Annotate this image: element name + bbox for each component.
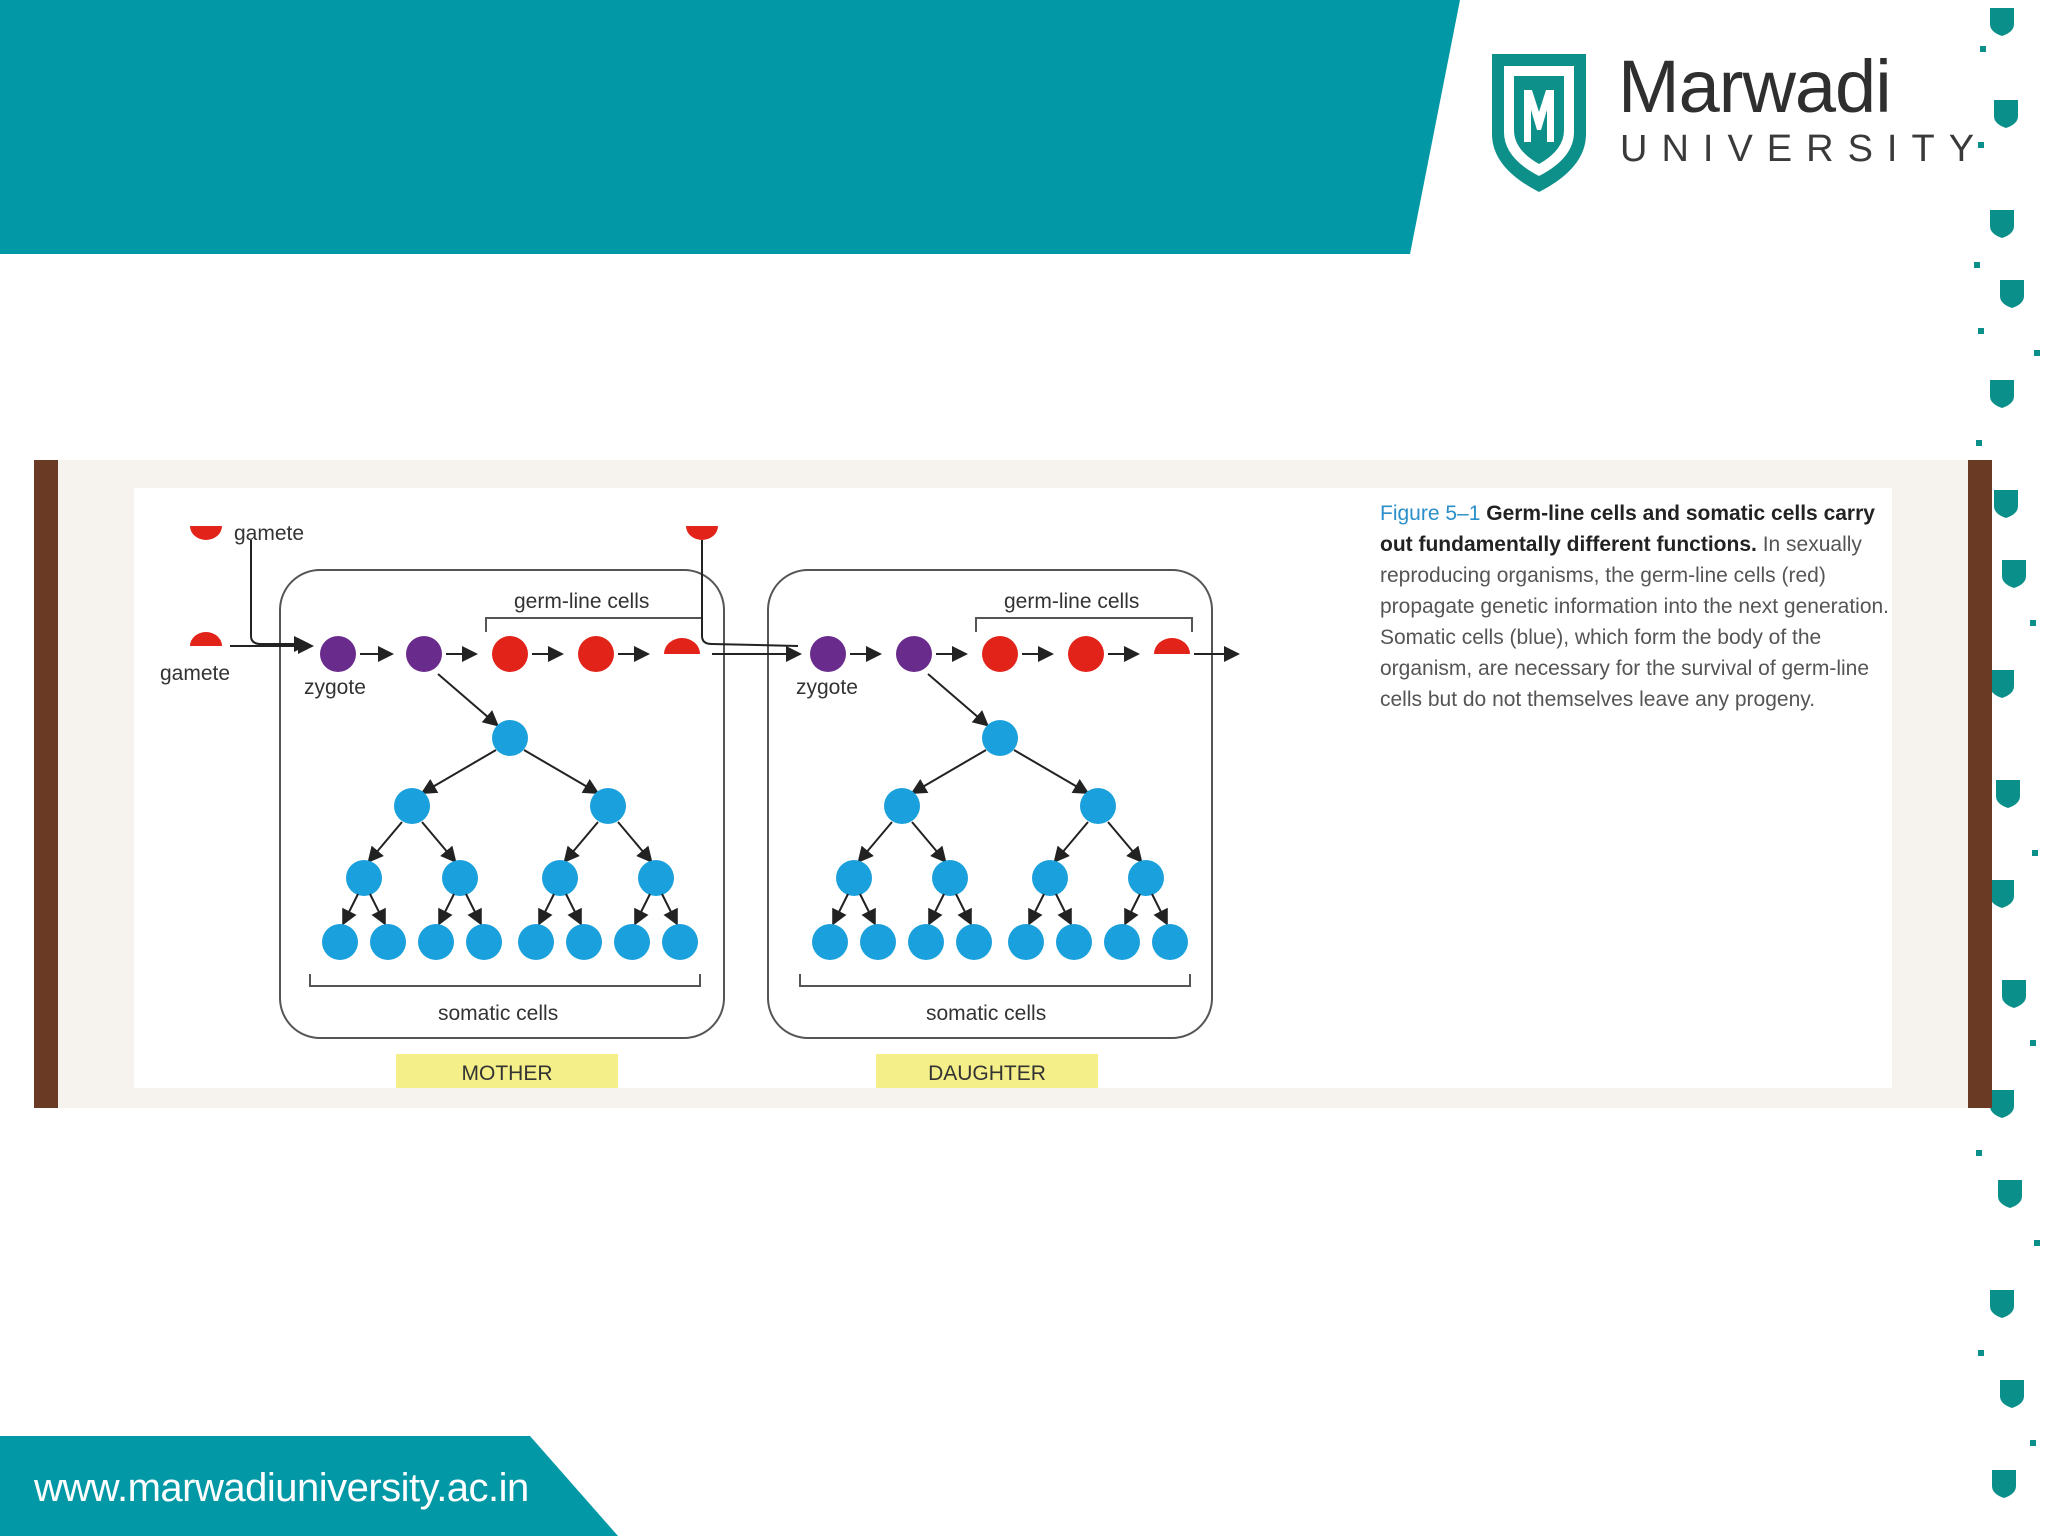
somatic-cell xyxy=(518,924,554,960)
somatic-cell xyxy=(956,924,992,960)
caption-figure-number: Figure 5–1 xyxy=(1380,502,1481,525)
somatic-cell xyxy=(346,860,382,896)
mother-label-bg xyxy=(396,1054,618,1088)
somatic-cell xyxy=(1032,860,1068,896)
footer-url[interactable]: www.marwadiuniversity.ac.in xyxy=(34,1466,529,1510)
gamete-left xyxy=(190,632,222,646)
zygote-label: zygote xyxy=(304,676,366,699)
figure-caption: Figure 5–1 Germ-line cells and somatic c… xyxy=(1380,498,1900,715)
shield-m-icon xyxy=(1492,54,1586,192)
daughter-label: DAUGHTER xyxy=(928,1062,1046,1085)
somatic-label: somatic cells xyxy=(438,1002,558,1025)
somatic-cell xyxy=(908,924,944,960)
germ-line-label: germ-line cells xyxy=(514,590,649,613)
caption-title: Germ-line cells and somatic cells carry … xyxy=(1380,502,1875,556)
brand-subtitle: UNIVERSITY xyxy=(1620,128,1989,170)
somatic-label: somatic cells xyxy=(926,1002,1046,1025)
zygote-cell xyxy=(810,636,846,672)
somatic-cell xyxy=(1080,788,1116,824)
somatic-cell xyxy=(418,924,454,960)
somatic-cell xyxy=(442,860,478,896)
germ-cell xyxy=(492,636,528,672)
germ-line-label: germ-line cells xyxy=(1004,590,1139,613)
somatic-tree-daughter xyxy=(812,673,1188,960)
footer-banner xyxy=(0,1436,618,1536)
germ-cell xyxy=(982,636,1018,672)
university-logo: Marwadi UNIVERSITY xyxy=(1480,40,1974,200)
zygote-cell xyxy=(320,636,356,672)
zygote-cell xyxy=(896,636,932,672)
daughter-label-bg xyxy=(876,1054,1098,1088)
gamete-left-label: gamete xyxy=(160,662,230,685)
somatic-cell xyxy=(884,788,920,824)
gamete-top-mother xyxy=(190,526,222,540)
zygote-label: zygote xyxy=(796,676,858,699)
germ-cell xyxy=(1068,636,1104,672)
somatic-cell xyxy=(662,924,698,960)
gamete-top-daughter xyxy=(686,526,718,540)
somatic-cell xyxy=(812,924,848,960)
panel-border-left xyxy=(34,460,58,1108)
brand-name: Marwadi xyxy=(1618,45,1892,128)
mother-box xyxy=(279,569,725,1039)
gamete-top-label: gamete xyxy=(234,522,304,545)
daughter-box xyxy=(767,569,1213,1039)
somatic-cell xyxy=(982,720,1018,756)
zygote-cell xyxy=(406,636,442,672)
somatic-cell xyxy=(1152,924,1188,960)
figure-panel: gamete gamete zygote germ-line cells xyxy=(34,460,1992,1108)
somatic-cell xyxy=(566,924,602,960)
somatic-cell xyxy=(1104,924,1140,960)
somatic-cell xyxy=(860,924,896,960)
somatic-cell xyxy=(836,860,872,896)
somatic-cell xyxy=(638,860,674,896)
somatic-cell xyxy=(614,924,650,960)
panel-border-right xyxy=(1968,460,1992,1108)
somatic-cell xyxy=(542,860,578,896)
germ-cell-half xyxy=(664,638,700,654)
somatic-cell xyxy=(322,924,358,960)
germ-line-somatic-diagram: gamete gamete zygote germ-line cells xyxy=(160,522,1240,1088)
somatic-tree-mother xyxy=(322,673,698,960)
header-banner xyxy=(0,0,1460,254)
somatic-cell xyxy=(466,924,502,960)
germ-cell xyxy=(578,636,614,672)
somatic-cell xyxy=(932,860,968,896)
somatic-cell xyxy=(370,924,406,960)
somatic-cell xyxy=(492,720,528,756)
decorative-shield-pattern xyxy=(1974,8,2040,1498)
somatic-cell xyxy=(1128,860,1164,896)
somatic-cell xyxy=(1008,924,1044,960)
somatic-cell xyxy=(394,788,430,824)
mother-label: MOTHER xyxy=(462,1062,553,1085)
somatic-cell xyxy=(1056,924,1092,960)
caption-body: In sexually reproducing organisms, the g… xyxy=(1380,533,1890,711)
figure-content: gamete gamete zygote germ-line cells xyxy=(134,488,1892,1088)
somatic-cell xyxy=(590,788,626,824)
germ-cell-half xyxy=(1154,638,1190,654)
